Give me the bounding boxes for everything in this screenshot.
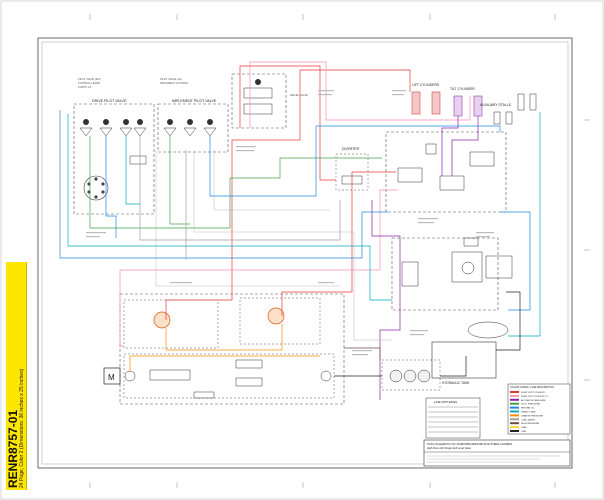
color-code-label: HIGH PRESSURE [521, 423, 540, 425]
color-swatch [510, 410, 519, 413]
hydraulic-lines [59, 61, 541, 400]
auxiliary-wiring [155, 150, 392, 341]
color-code-label: PUMP OUTPUT/SUPPLY [521, 392, 546, 394]
auxiliary-label: AUXILIARY STALLS [480, 103, 512, 107]
drive-pilot-manifold [83, 175, 109, 201]
hydrostatic-pump-left [153, 311, 171, 329]
color-code-label: PUMP OUTPUT/SUPPLY 2 [521, 396, 549, 398]
lift-cylinders-label: LIFT CYLINDERS [412, 83, 440, 87]
gear-pump-group [381, 359, 441, 391]
drawing-inner-frame [41, 41, 569, 465]
color-swatch [510, 398, 519, 401]
color-code-chart: COLOR CODES / LINE DESCRIPTION PUMP OUTP… [507, 383, 571, 435]
legend-title: LINE PATTERNS [434, 400, 457, 404]
svg-text:IMPLEMENT CONTROL: IMPLEMENT CONTROL [160, 81, 189, 85]
frame-ticks [89, 14, 590, 488]
document-page-note: 24 Page, Color 2 (Dimensions: 36 inches … [19, 368, 25, 488]
drive-pilot-valve: DRIVE PILOT VALVE PILOT VALVE (RH) CONTR… [73, 77, 155, 215]
title-block: PGS4 (SCHEMATIC) OF 216B/226B/232B/242B … [423, 439, 571, 467]
hydrostatic-pump-right [267, 307, 285, 325]
color-swatch [510, 406, 519, 409]
tilt-cylinder: TILT CYLINDER [450, 87, 483, 117]
document-number: RENR8757-01 [6, 409, 20, 488]
line-patterns-legend: LINE PATTERNS [425, 397, 481, 439]
svg-text:PILOT VALVE (RH): PILOT VALVE (RH) [78, 77, 100, 81]
diverter-label: DIVERTER [342, 147, 360, 151]
color-chart-title: COLOR CODES / LINE DESCRIPTION [510, 386, 554, 389]
color-swatch [510, 402, 519, 405]
svg-text:PILOT VALVE (LH): PILOT VALVE (LH) [160, 77, 182, 81]
color-code-label: DRAIN / CASE [521, 411, 536, 414]
color-code-label: CHARGE PRESSURE [521, 414, 544, 417]
hydraulic-tank: HYDRAULIC TANK [431, 341, 497, 385]
color-code-label: ACTUATOR PRESSURE [521, 399, 546, 402]
main-control-valve [385, 131, 507, 213]
title-line-2: High Flow with Single Self Level Valve [427, 446, 471, 450]
color-swatch [510, 430, 519, 432]
color-code-label: PILOT PRESSURE [521, 404, 540, 406]
document-side-tab: RENR8757-01 24 Page, Color 2 (Dimensions… [6, 262, 27, 490]
color-swatch [510, 394, 519, 397]
pilot-manifold-top: RELIEF VALVE [231, 73, 308, 129]
svg-text:PORTS 1-4: PORTS 1-4 [78, 85, 92, 89]
tilt-cylinder-label: TILT CYLINDER [450, 87, 475, 91]
color-code-label: LINE [521, 431, 526, 433]
color-swatch [510, 418, 519, 421]
svg-text:CONTROL LEVER: CONTROL LEVER [78, 81, 100, 85]
color-code-label: LUBE [521, 427, 527, 429]
self-level-valve [391, 237, 513, 311]
oil-cooler [467, 321, 509, 339]
auxiliary-stalls: AUXILIARY STALLS [480, 93, 537, 125]
drive-pilot-label: DRIVE PILOT VALVE [92, 99, 127, 103]
lift-cylinders: LIFT CYLINDERS [411, 83, 441, 115]
color-swatch [510, 426, 519, 429]
color-code-label: RETURN OIL [521, 408, 535, 410]
hydraulic-tank-label: HYDRAULIC TANK [442, 381, 470, 385]
color-swatch [510, 422, 519, 425]
color-swatch [510, 391, 519, 393]
implement-pilot-valve: IMPLEMENT PILOT VALVE PILOT VALVE (LH) I… [157, 77, 229, 153]
implement-pilot-label: IMPLEMENT PILOT VALVE [172, 99, 217, 103]
color-code-label: LOAD SENSE [521, 418, 536, 421]
drawing-frame [37, 37, 573, 469]
callout-notes [86, 90, 494, 356]
title-line-1: PGS4 (SCHEMATIC) OF 216B/226B/232B/242B … [427, 442, 512, 446]
svg-text:RELIEF VALVE: RELIEF VALVE [290, 93, 308, 97]
pump-assembly: M [103, 293, 345, 405]
color-swatch [510, 414, 519, 417]
motor-label: M [108, 373, 115, 382]
